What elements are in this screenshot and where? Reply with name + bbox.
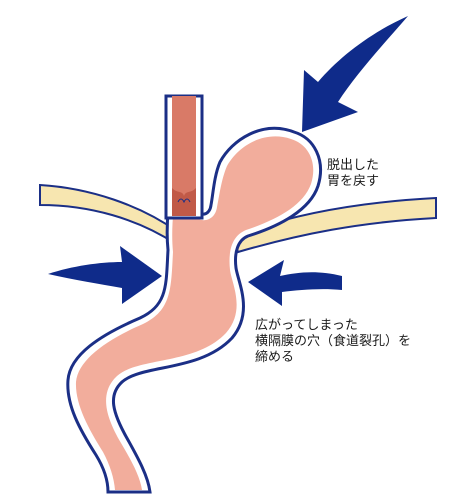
label-line: 締める <box>255 350 295 365</box>
label-narrow-hiatus: 広がってしまった 横隔膜の穴（食道裂孔）を 締める <box>255 318 411 366</box>
stomach-body <box>75 136 314 490</box>
arrow-left <box>48 246 162 304</box>
arrow-right <box>248 260 342 306</box>
label-line: 広がってしまった <box>255 318 358 333</box>
diaphragm-left <box>39 183 180 246</box>
esophagus <box>172 96 196 216</box>
label-line: 脱出した <box>327 158 380 173</box>
arrow-top-right <box>302 16 408 132</box>
junction-folds <box>177 198 191 204</box>
label-line: 胃を戻す <box>327 174 380 189</box>
diaphragm-right <box>230 196 437 254</box>
label-line: 横隔膜の穴（食道裂孔）を <box>255 334 412 349</box>
label-return-prolapsed-stomach: 脱出した 胃を戻す <box>327 158 379 190</box>
